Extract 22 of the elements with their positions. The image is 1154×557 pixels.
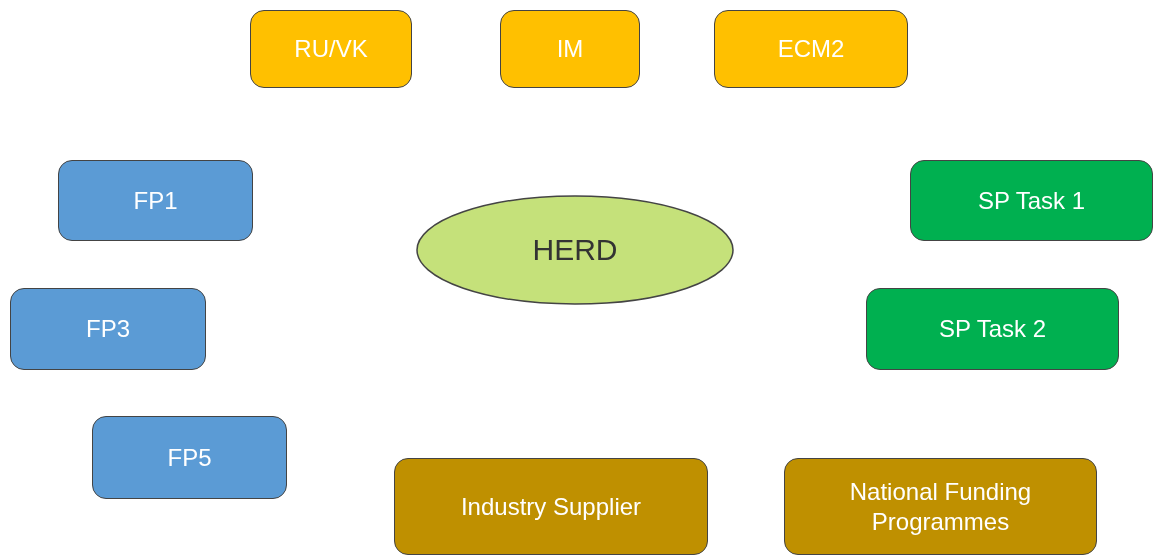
node-label: HERD <box>531 232 619 269</box>
node-label: FP3 <box>85 314 131 344</box>
rounded-box <box>714 10 908 88</box>
rounded-box <box>866 288 1119 370</box>
node-label: RU/VK <box>293 34 369 64</box>
node-label: SP Task 1 <box>976 185 1087 216</box>
rounded-box <box>58 160 253 241</box>
rounded-box <box>250 10 412 88</box>
node-label: SP Task 2 <box>937 314 1048 344</box>
rounded-box <box>910 160 1153 241</box>
rounded-box <box>10 288 206 370</box>
node-label: FP1 <box>132 185 179 216</box>
node-label: IM <box>555 34 585 64</box>
node-label: Industry Supplier <box>459 491 643 522</box>
rounded-box <box>394 458 708 555</box>
rounded-box <box>784 458 1097 555</box>
rounded-box <box>500 10 640 88</box>
node-label: ECM2 <box>776 34 846 64</box>
node-label: FP5 <box>166 442 213 473</box>
node-label: National Funding Programmes <box>848 476 1033 537</box>
ellipse-node <box>416 195 734 305</box>
rounded-box <box>92 416 287 499</box>
